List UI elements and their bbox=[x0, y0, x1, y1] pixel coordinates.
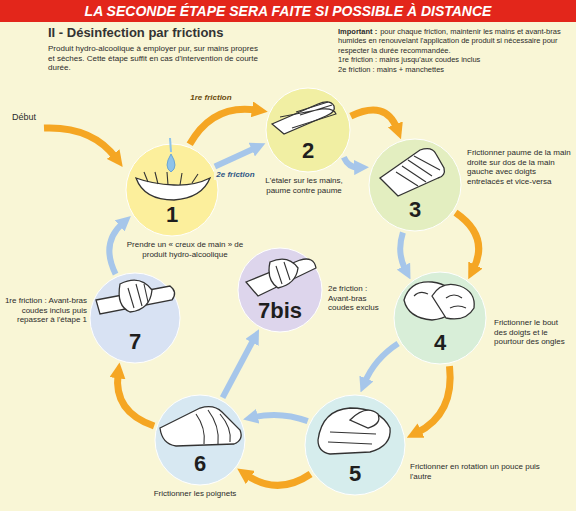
step-caption-box: 1re friction : Avant-bras coudes inclus … bbox=[3, 296, 87, 325]
hand bbox=[328, 432, 376, 444]
step-caption: Frictionner paume de la main droite sur … bbox=[467, 148, 571, 186]
flow-arrow bbox=[253, 415, 307, 421]
important-note: Important :pour chaque friction, mainten… bbox=[338, 27, 570, 74]
step-node: 2L'étaler sur les mains, paume contre pa… bbox=[266, 88, 350, 172]
step-number: 7bis bbox=[258, 298, 302, 323]
intro-note: Produit hydro-alcoolique à employer pur,… bbox=[48, 44, 262, 73]
flow-arrow bbox=[456, 213, 479, 270]
step-caption: Frictionner le bout des doigts et le pou… bbox=[494, 318, 572, 347]
step-circle-fill bbox=[266, 88, 350, 172]
step-node: 71re friction : Avant-bras coudes inclus… bbox=[90, 273, 180, 363]
note-lead: Important : bbox=[338, 27, 377, 36]
flow-arrow bbox=[223, 339, 255, 398]
flow-arrow bbox=[417, 366, 450, 433]
step-number-box: 5 bbox=[305, 461, 405, 487]
step-number: 6 bbox=[194, 451, 206, 476]
flow-arrow bbox=[365, 343, 399, 382]
hand bbox=[196, 410, 230, 444]
important-paragraph: Important :pour chaque friction, mainten… bbox=[338, 27, 570, 55]
start-arrow bbox=[44, 128, 116, 158]
step-caption: Frictionner les poignets bbox=[140, 489, 250, 499]
step-caption-box: Frictionner le bout des doigts et le pou… bbox=[494, 318, 572, 347]
step-node: 7bis2e friction : Avant-bras coudes excl… bbox=[238, 248, 322, 332]
step-circle-fill bbox=[305, 395, 405, 495]
hand bbox=[128, 284, 148, 308]
step-circle-fill bbox=[155, 395, 245, 485]
friction-rule: 2e friction : mains + manchettes bbox=[338, 65, 570, 74]
step-number: 7 bbox=[129, 329, 141, 354]
step-number: 1 bbox=[166, 202, 178, 227]
step-number-box: 6 bbox=[155, 451, 245, 477]
step-circle-fill bbox=[238, 248, 322, 332]
title-band: LA SECONDE ÉTAPE SERA FAITE SI POSSIBLE … bbox=[0, 0, 576, 22]
step-number: 4 bbox=[434, 330, 446, 355]
step-caption-box: Prendre un « creux de main » de produit … bbox=[125, 240, 245, 259]
step-node: 3Frictionner paume de la main droite sur… bbox=[369, 139, 461, 231]
step-number-box: 7 bbox=[90, 329, 180, 355]
flow-arrow bbox=[246, 474, 310, 485]
title: LA SECONDE ÉTAPE SERA FAITE SI POSSIBLE … bbox=[85, 3, 492, 19]
step-node: 5Frictionner en rotation un pouce puis l… bbox=[305, 395, 405, 495]
step-circle-fill bbox=[369, 139, 461, 231]
liquid-stream bbox=[170, 138, 171, 152]
flow-arrow bbox=[400, 233, 405, 271]
flow-arrow bbox=[351, 110, 397, 129]
step-circle-fill bbox=[126, 144, 218, 236]
step-caption: L'étaler sur les mains, paume contre pau… bbox=[258, 176, 350, 195]
step-number-box: 2 bbox=[266, 138, 350, 164]
step-number-box: 7bis bbox=[238, 298, 322, 324]
step-number-box: 3 bbox=[369, 197, 461, 223]
edge-label: 1re friction bbox=[188, 93, 233, 103]
step-circle-fill bbox=[394, 272, 486, 364]
step-caption-box: L'étaler sur les mains, paume contre pau… bbox=[258, 176, 350, 195]
step-number: 5 bbox=[349, 461, 361, 486]
friction-rule: 1re friction : mains jusqu'aux coudes in… bbox=[338, 55, 570, 64]
step-number-box: 1 bbox=[126, 202, 218, 228]
step-caption: 2e friction : Avant-bras coudes exclus bbox=[328, 284, 386, 313]
flow-arrow bbox=[109, 223, 123, 274]
section-heading: II - Désinfection par frictions bbox=[48, 25, 338, 41]
step-caption-box: Frictionner les poignets bbox=[140, 489, 250, 499]
step-circle-fill bbox=[90, 273, 180, 363]
step-caption-box: Frictionner paume de la main droite sur … bbox=[467, 148, 571, 186]
flow-arrow bbox=[190, 109, 257, 144]
hand bbox=[276, 262, 290, 284]
step-number-box: 4 bbox=[394, 330, 486, 356]
flow-arrow bbox=[118, 374, 155, 427]
step-node: 4Frictionner le bout des doigts et le po… bbox=[394, 272, 486, 364]
step-caption-box: 2e friction : Avant-bras coudes exclus bbox=[328, 284, 386, 313]
step-node: 1Prendre un « creux de main » de produit… bbox=[126, 144, 218, 236]
step-caption: Frictionner en rotation un pouce puis l'… bbox=[410, 462, 560, 481]
hand bbox=[414, 292, 466, 308]
step-number: 2 bbox=[302, 138, 314, 163]
flow-arrow bbox=[344, 157, 359, 167]
step-caption: 1re friction : Avant-bras coudes inclus … bbox=[3, 296, 87, 325]
start-label: Début bbox=[12, 112, 72, 123]
flow-arrow bbox=[215, 148, 256, 167]
step-caption-box: Frictionner en rotation un pouce puis l'… bbox=[410, 462, 560, 481]
edge-label: 2e friction bbox=[214, 170, 256, 180]
step-node: 6Frictionner les poignets bbox=[155, 395, 245, 485]
step-caption: Prendre un « creux de main » de produit … bbox=[125, 240, 245, 259]
step-number: 3 bbox=[409, 197, 421, 222]
hand bbox=[350, 410, 379, 428]
